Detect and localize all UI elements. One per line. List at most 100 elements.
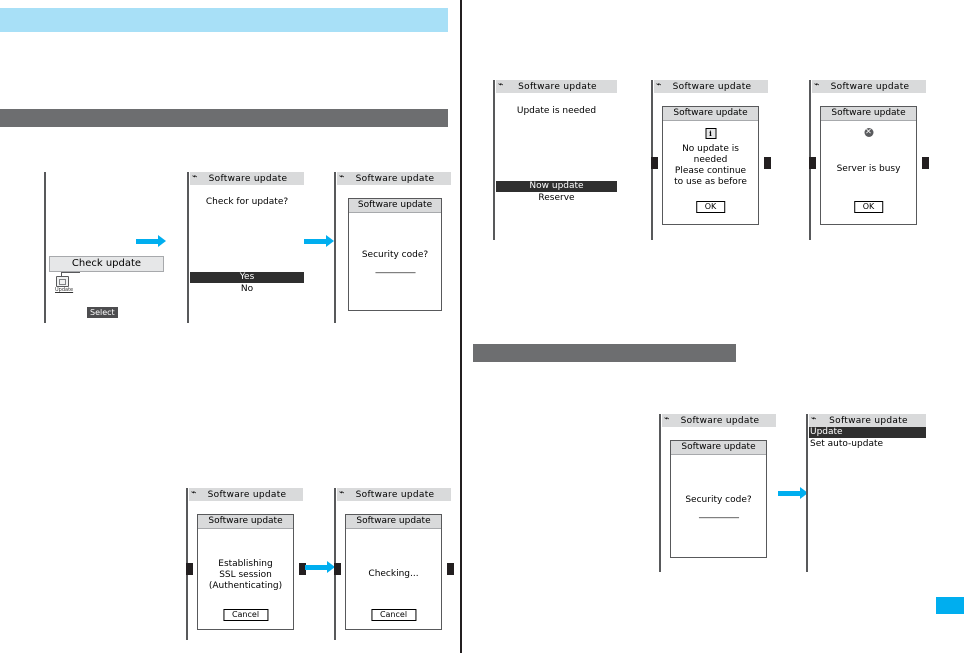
dialog-title: Software update — [671, 441, 766, 455]
screen-edge-nub-left — [186, 563, 193, 575]
ssl-status-text: Establishing SSL session (Authenticating… — [208, 559, 283, 591]
dialog-title: Software update — [349, 199, 441, 213]
screen-body: Software update Checking... Cancel — [334, 501, 454, 640]
handset-screen-security-code-1: ⌁ Software update Software update Securi… — [334, 172, 451, 323]
screen-edge-nub-right — [764, 157, 771, 169]
screen-body: Software update Security code? ————— — [337, 185, 451, 323]
handset-screen-no-update-needed: ⌁ Software update Software update i No u… — [651, 80, 771, 240]
arrow-head — [800, 487, 808, 499]
dialog-title: Software update — [663, 107, 758, 121]
update-needed-message: Update is needed — [516, 106, 597, 116]
screen-title: Software update — [355, 489, 435, 500]
screen-title: Software update — [355, 173, 435, 184]
prompt-text: Check for update? — [205, 197, 289, 207]
handset-screen-check-for-update: ⌁ Software update Check for update? Yes … — [187, 172, 304, 323]
screen-title: Software update — [672, 81, 752, 92]
top-blue-band — [0, 8, 448, 32]
dialog-body: ✕ Server is busy OK — [821, 121, 916, 224]
handset-screen-check-update-menu: Check update Update Select — [44, 172, 164, 323]
arrow-head — [326, 235, 334, 247]
ok-button[interactable]: OK — [853, 201, 884, 213]
checking-status-text: Checking... — [368, 569, 419, 579]
antenna-icon: ⌁ — [814, 80, 820, 90]
dialog-title: Software update — [198, 515, 293, 529]
arrow-shaft — [136, 238, 158, 244]
no-update-dialog: Software update i No update is needed Pl… — [662, 106, 759, 225]
ssl-dialog: Software update Establishing SSL session… — [197, 514, 294, 630]
menu-item-update-selected[interactable]: Update — [809, 427, 926, 438]
column-divider — [460, 0, 462, 653]
screen-titlebar: ⌁ Software update — [189, 488, 303, 501]
checking-dialog: Software update Checking... Cancel — [345, 514, 442, 630]
screen-body: Software update Security code? ————— — [662, 427, 776, 572]
screen-title: Software update — [829, 415, 908, 426]
screen-title: Software update — [830, 81, 910, 92]
menu-item-set-auto-update[interactable]: Set auto-update — [810, 439, 884, 449]
handset-screen-update-is-needed: ⌁ Software update Update is needed Now u… — [493, 80, 617, 240]
security-code-dialog: Software update Security code? ————— — [348, 198, 442, 311]
screen-edge-nub-right — [922, 157, 929, 169]
handset-screen-update-menu-list: ⌁ Software update Update Set auto-update — [806, 414, 926, 572]
screen-body: Check update Update Select — [47, 172, 164, 323]
flow-arrow-4 — [778, 487, 808, 499]
dialog-body: i No update is needed Please continue to… — [663, 121, 758, 224]
handset-screen-establishing-ssl: ⌁ Software update Software update Establ… — [186, 488, 306, 640]
screen-title: Software update — [207, 489, 287, 500]
cancel-button[interactable]: Cancel — [222, 609, 269, 621]
screen-titlebar: ⌁ Software update — [496, 80, 617, 93]
option-no[interactable]: No — [240, 284, 254, 294]
screen-titlebar: ⌁ Software update — [809, 414, 926, 427]
antenna-icon: ⌁ — [192, 172, 198, 182]
dialog-title: Software update — [821, 107, 916, 121]
handset-screen-server-is-busy: ⌁ Software update Software update ✕ Serv… — [809, 80, 929, 240]
option-yes-selected[interactable]: Yes — [190, 272, 304, 283]
arrow-head — [327, 561, 335, 573]
no-update-text: No update is needed Please continue to u… — [674, 144, 747, 187]
screen-title: Software update — [208, 173, 288, 184]
ok-button[interactable]: OK — [695, 201, 726, 213]
dialog-body: Security code? ————— — [349, 213, 441, 310]
dialog-body: Establishing SSL session (Authenticating… — [198, 529, 293, 629]
arrow-shaft — [304, 238, 326, 244]
corner-page-tab — [936, 597, 964, 614]
dialog-body: Security code? ————— — [671, 455, 766, 557]
arrow-shaft — [305, 564, 327, 570]
screen-title: Software update — [518, 81, 597, 92]
option-now-update-selected[interactable]: Now update — [496, 181, 617, 192]
antenna-icon: ⌁ — [339, 172, 345, 182]
update-icon-label: Update — [55, 287, 74, 293]
handset-screen-checking: ⌁ Software update Software update Checki… — [334, 488, 454, 640]
update-icon-glyph — [55, 276, 69, 287]
security-code-label: Security code? — [685, 495, 752, 505]
screen-edge-nub-left — [651, 157, 658, 169]
antenna-icon: ⌁ — [339, 488, 345, 498]
screen-edge-nub-left — [334, 563, 341, 575]
antenna-icon: ⌁ — [811, 414, 817, 424]
section-gray-band-left — [0, 109, 448, 127]
cancel-button[interactable]: Cancel — [370, 609, 417, 621]
handset-screen-security-code-2: ⌁ Software update Software update Securi… — [659, 414, 776, 572]
screen-titlebar: ⌁ Software update — [654, 80, 768, 93]
screen-edge-nub-right — [447, 563, 454, 575]
option-reserve[interactable]: Reserve — [538, 193, 575, 203]
server-busy-dialog: Software update ✕ Server is busy OK — [820, 106, 917, 225]
screen-titlebar: ⌁ Software update — [812, 80, 926, 93]
softkey-select[interactable]: Select — [87, 307, 118, 318]
dialog-body: Checking... Cancel — [346, 529, 441, 629]
security-code-input[interactable]: ————— — [698, 513, 740, 523]
update-app-icon[interactable]: Update — [55, 276, 73, 293]
screen-body: Software update Establishing SSL session… — [186, 501, 306, 640]
info-icon: i — [705, 128, 716, 139]
arrow-shaft — [778, 490, 800, 496]
check-update-banner[interactable]: Check update — [49, 256, 164, 272]
antenna-icon: ⌁ — [664, 414, 670, 424]
antenna-icon: ⌁ — [191, 488, 197, 498]
dialog-title: Software update — [346, 515, 441, 529]
screen-titlebar: ⌁ Software update — [190, 172, 304, 185]
security-code-input[interactable]: ————— — [375, 268, 416, 278]
flow-arrow-3 — [305, 561, 335, 573]
screen-title: Software update — [680, 415, 760, 426]
screen-edge-nub-left — [809, 157, 816, 169]
arrow-head — [158, 235, 166, 247]
screen-titlebar: ⌁ Software update — [337, 488, 451, 501]
